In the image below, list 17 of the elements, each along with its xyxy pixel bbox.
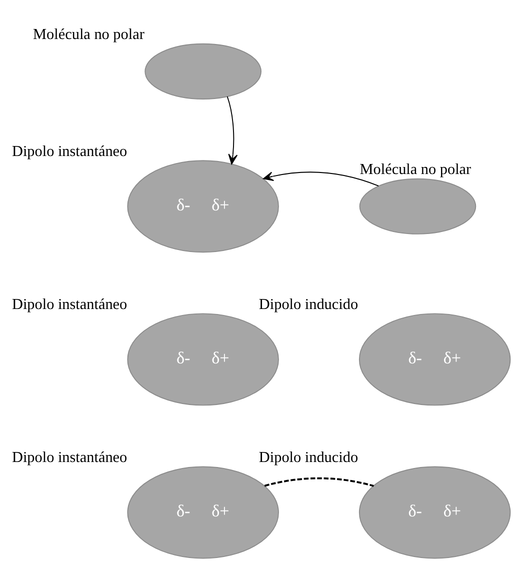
node-ellipse: δ- δ+ — [358, 313, 511, 406]
node-ellipse — [359, 178, 476, 234]
node-label: Dipolo instantáneo — [12, 142, 128, 160]
node-ellipse: δ- δ+ — [127, 466, 279, 559]
connector — [264, 477, 374, 487]
node-ellipse — [144, 43, 262, 100]
node-label: Dipolo inducido — [258, 448, 358, 466]
arrow — [262, 172, 380, 186]
node-ellipse: δ- δ+ — [127, 160, 279, 253]
node-label: Dipolo instantáneo — [12, 296, 128, 313]
node-ellipse: δ- δ+ — [127, 313, 279, 406]
node-label: Dipolo inducido — [258, 296, 358, 313]
arrow — [226, 96, 238, 164]
node-label: Molécula no polar — [33, 26, 144, 43]
node-label: Dipolo instantáneo — [12, 448, 128, 466]
node-ellipse: δ- δ+ — [358, 466, 511, 559]
node-label: Molécula no polar — [360, 160, 472, 178]
